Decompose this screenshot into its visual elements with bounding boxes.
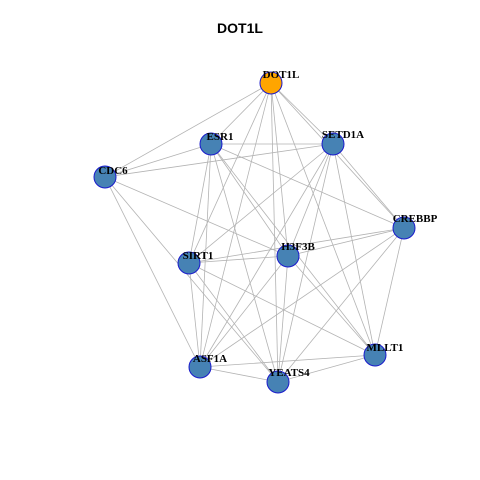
node-crebbp[interactable] [392,216,416,240]
node-label-dot1l: DOT1L [263,69,300,81]
edge-layer [104,82,405,383]
edge-dot1l-esr1 [210,82,272,145]
edge-asf1a-yeats4 [199,366,279,383]
edge-esr1-h3f3b [210,143,289,257]
edge-dot1l-crebbp [270,82,405,229]
node-label-h3f3b: H3F3B [281,241,315,253]
node-label-esr1: ESR1 [207,131,234,143]
node-setd1a[interactable] [321,132,345,156]
edge-esr1-sirt1 [188,143,212,264]
edge-cdc6-h3f3b [104,176,289,257]
edge-dot1l-mllt1 [270,82,376,356]
edge-setd1a-mllt1 [332,143,376,356]
node-label-yeats4: YEATS4 [268,367,310,379]
edge-h3f3b-sirt1 [188,255,289,264]
edge-esr1-yeats4 [210,143,279,383]
edge-dot1l-cdc6 [104,82,272,178]
edge-cdc6-asf1a [104,176,201,368]
edge-crebbp-mllt1 [374,227,405,356]
node-esr1[interactable] [199,132,223,156]
node-layer [93,71,416,394]
edge-setd1a-cdc6 [104,143,334,178]
node-dot1l[interactable] [259,71,283,95]
edge-cdc6-yeats4 [104,176,279,383]
node-mllt1[interactable] [363,343,387,367]
node-cdc6[interactable] [93,165,117,189]
edge-setd1a-crebbp [332,143,405,229]
node-label-setd1a: SETD1A [322,129,364,141]
edge-crebbp-yeats4 [277,227,405,383]
edge-esr1-cdc6 [104,143,212,178]
edge-setd1a-yeats4 [277,143,334,383]
node-label-crebbp: CREBBP [393,213,438,225]
edge-h3f3b-asf1a [199,255,289,368]
edge-mllt1-yeats4 [277,354,376,383]
edge-dot1l-sirt1 [188,82,272,264]
edge-crebbp-h3f3b [287,227,405,257]
node-label-asf1a: ASF1A [193,353,227,365]
edge-crebbp-asf1a [199,227,405,368]
node-label-cdc6: CDC6 [98,165,128,177]
edge-crebbp-sirt1 [188,227,405,264]
node-yeats4[interactable] [266,370,290,394]
diagram-title: DOT1L [217,20,263,36]
node-sirt1[interactable] [177,251,201,275]
edge-sirt1-yeats4 [188,262,279,383]
edge-dot1l-setd1a [270,82,334,145]
edge-sirt1-mllt1 [188,262,376,356]
edge-h3f3b-mllt1 [287,255,376,356]
node-h3f3b[interactable] [276,244,300,268]
node-label-mllt1: MLLT1 [367,342,404,354]
edge-dot1l-h3f3b [270,82,289,257]
edge-mllt1-asf1a [199,354,376,368]
edge-h3f3b-yeats4 [277,255,289,383]
node-asf1a[interactable] [188,355,212,379]
edge-dot1l-yeats4 [270,82,279,383]
edge-setd1a-asf1a [199,143,334,368]
edge-esr1-asf1a [199,143,212,368]
edge-sirt1-asf1a [188,262,201,368]
edge-setd1a-sirt1 [188,143,334,264]
edge-setd1a-h3f3b [287,143,334,257]
node-label-sirt1: SIRT1 [183,250,214,262]
